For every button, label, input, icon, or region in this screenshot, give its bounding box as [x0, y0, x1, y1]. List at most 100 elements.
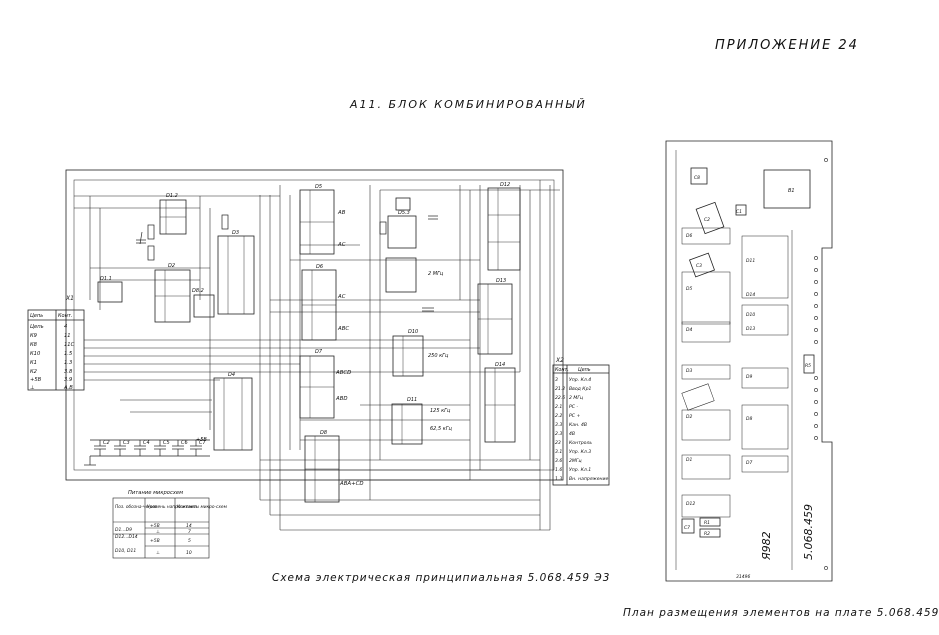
board-label-r2: R2 — [704, 531, 710, 537]
chip-label-d5: D5 — [315, 184, 322, 190]
board-label-d7: D7 — [746, 460, 752, 466]
x2-row-4-net: РС + — [569, 413, 580, 419]
connector-x2 — [552, 364, 610, 486]
chip-label-d3: D3 — [232, 230, 239, 236]
appendix-label: ПРИЛОЖЕНИЕ 24 — [715, 38, 859, 53]
signal-abd: ABD — [335, 396, 348, 402]
board-c2 — [695, 201, 725, 235]
board-label-r5: R5 — [805, 363, 811, 369]
signal-ac-2: AC — [337, 294, 346, 300]
x2-row-0-pin: 3 — [555, 377, 558, 383]
power-row-3-level: ⊥ — [156, 550, 160, 556]
power-row-3-pin: 10 — [186, 550, 192, 556]
x2-row-11-net: Вн. напряжение — [569, 476, 609, 482]
x2-row-11-pin: 1.3 — [555, 476, 562, 482]
x2-header-0: Конт. — [555, 367, 569, 373]
x1-row-0-pin: 4 — [64, 324, 67, 330]
x2-row-10-pin: 1.6 — [555, 467, 562, 473]
x2-row-9-net: 2МГц — [569, 458, 582, 464]
signal-ab: AB — [337, 210, 346, 216]
chip-label-d13: D13 — [496, 278, 506, 284]
board-label-d12: D12 — [686, 501, 695, 507]
board-serial: Я982 — [760, 531, 773, 561]
inner-bus-frame — [73, 179, 555, 471]
passive-components — [136, 214, 438, 312]
x2-row-1-pin: 21.2 — [555, 386, 565, 392]
x2-row-0-net: Упр. Кл.4 — [569, 377, 591, 383]
schematic-canvas: X1 Цепь Конт. Цепь 4 К9 11 К8 11С К10 1.… — [27, 140, 833, 582]
chip-label-d11: D11 — [407, 397, 417, 403]
layout-caption: План размещения элементов на плате 5.068… — [623, 607, 939, 619]
signal-abc: ABC — [337, 326, 349, 332]
circuit-schematic — [27, 169, 610, 559]
x1-row-3-net: К10 — [30, 351, 41, 357]
cap-label-c3: C3 — [123, 440, 130, 446]
chip-label-d4: D4 — [228, 372, 235, 378]
chip-d12 — [487, 187, 521, 271]
board-c1 — [735, 204, 747, 216]
board-label-c1: C1 — [736, 209, 742, 215]
cap-label-c5: C5 — [163, 440, 170, 446]
chip-d3 — [217, 235, 255, 315]
x2-row-2-net: 2 МГц — [569, 395, 583, 401]
chip-gates — [155, 188, 520, 502]
x2-row-4-pin: 2.2 — [555, 413, 562, 419]
vertical-bus-lines — [89, 180, 551, 530]
chip-d2-3 — [193, 294, 215, 318]
x2-row-5-net: Кан. 4В — [569, 422, 587, 428]
board-ics — [681, 227, 789, 518]
x2-row-1-net: Ввод Кр1 — [569, 386, 591, 392]
power-table-caption: Питание микросхем — [128, 490, 183, 496]
chip-label-d10: D10 — [408, 329, 418, 335]
chip-label-d6: D6 — [316, 264, 323, 270]
x1-header-1: Конт. — [58, 313, 72, 319]
board-label-c8: C8 — [694, 175, 700, 181]
board-pads — [814, 158, 828, 570]
signal-ac: AC — [337, 242, 346, 248]
x1-row-6-net: +5В — [30, 377, 42, 383]
power-row-0-level: +5В — [150, 523, 160, 529]
bus-lines — [74, 189, 560, 531]
board-r5 — [803, 354, 815, 374]
chips — [97, 187, 521, 503]
power-row-1-pin: 7 — [188, 529, 191, 535]
chip-label-d1-2: D1.2 — [166, 193, 178, 199]
x1-row-7-pin: А.В — [63, 385, 73, 391]
x1-row-3-pin: 1.5 — [64, 351, 73, 357]
x2-row-7-net: Контроль — [569, 440, 592, 446]
capacitor-bank — [84, 439, 210, 466]
board-label-d3: D3 — [686, 368, 692, 374]
chip-d1-1 — [97, 281, 123, 303]
crystal-b1 — [395, 197, 411, 211]
x1-row-4-net: К1 — [30, 360, 37, 366]
x2-row-6-pin: 2.3 — [555, 431, 562, 437]
x1-row-2-pin: 11С — [64, 342, 75, 348]
x2-header-1: Цепь — [578, 367, 591, 373]
chip-d5-3 — [387, 215, 417, 249]
board-label-d1: D1 — [686, 457, 692, 463]
x2-row-3-pin: 2.1 — [555, 404, 562, 410]
power-row-2-pin: 5 — [188, 538, 191, 544]
cap-label-c6: C6 — [181, 440, 188, 446]
board-labels: B1 C8 C1 C2 C3 C7 D1 D2 D3 D4 D5 D6 D7 D… — [684, 175, 815, 580]
x1-row-7-net: ⊥ — [30, 385, 35, 391]
chip-label-d8-2: D8.2 — [192, 288, 204, 294]
board-label-c7: C7 — [684, 525, 690, 531]
chip-d9 — [385, 257, 417, 293]
board-label-d2: D2 — [686, 414, 692, 420]
schematic-labels: X1 Цепь Конт. Цепь 4 К9 11 К8 11С К10 1.… — [30, 182, 609, 556]
board-label-b1: B1 — [788, 188, 795, 194]
x2-row-8-pin: 3.1 — [555, 449, 562, 455]
x1-row-4-pin: 1.3 — [64, 360, 72, 366]
board-label-d8: D8 — [746, 416, 752, 422]
x1-row-5-net: К2 — [30, 369, 37, 375]
x2-ref: X2 — [555, 357, 564, 364]
signal-abcd: ABCD — [335, 370, 351, 376]
signal-125khz: 125 кГц — [430, 408, 451, 414]
x2-row-7-pin: 23 — [555, 440, 561, 446]
chip-label-d1-1: D1.1 — [100, 276, 112, 282]
board-layout — [665, 140, 833, 582]
x1-row-2-net: К8 — [30, 342, 38, 348]
x1-row-0-net: Цепь — [30, 324, 44, 330]
schematic-caption: Схема электрическая принципиальная 5.068… — [272, 572, 611, 584]
